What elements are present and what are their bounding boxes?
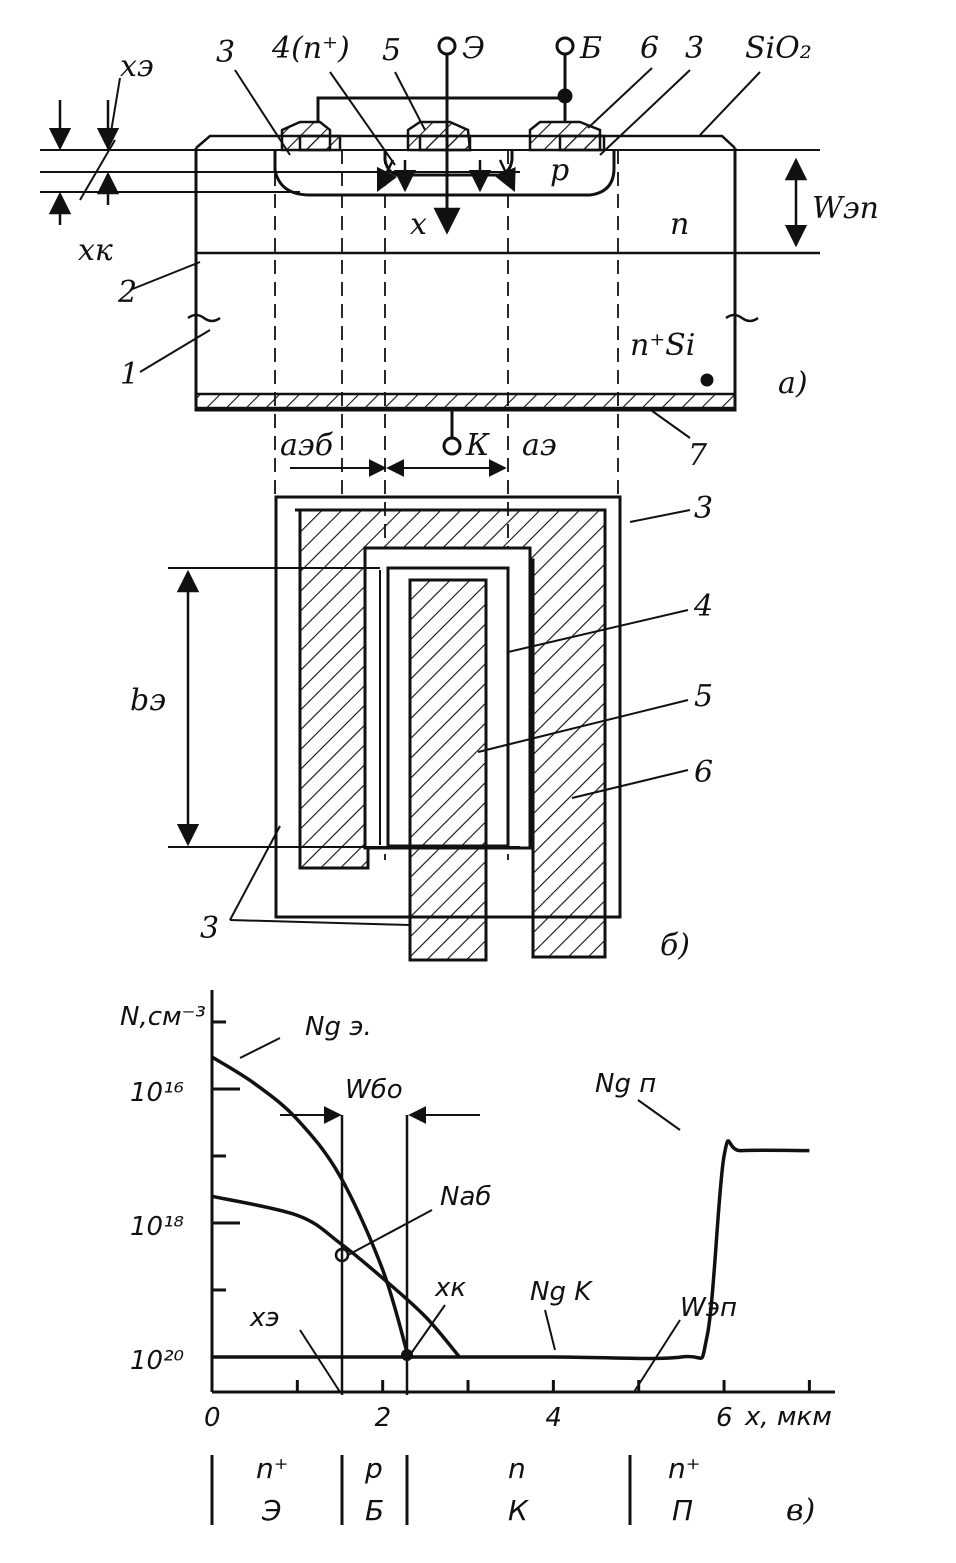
series-nde <box>211 1055 410 1358</box>
wafer-break-left <box>187 313 221 323</box>
xk-marker-label: xк <box>434 1273 466 1303</box>
label-7: 7 <box>688 438 708 473</box>
label-5: 5 <box>382 33 401 68</box>
region-type-1: n⁺ <box>256 1452 289 1485</box>
b-label-3-top: 3 <box>694 491 713 526</box>
b-label-6: 6 <box>694 755 713 790</box>
a-eb-label: aэб <box>280 428 334 463</box>
curve-label-nab: Naб <box>440 1182 491 1212</box>
base-terminal-label: Б <box>579 31 602 66</box>
label-3-right: 3 <box>685 31 704 66</box>
leader-lines <box>79 67 761 439</box>
region-name-1: Э <box>261 1494 282 1527</box>
figure-a-cross-section <box>40 36 820 860</box>
region-name-3: К <box>508 1494 529 1527</box>
base-bridge-wire <box>316 96 567 122</box>
region-type-2: p <box>364 1452 383 1485</box>
y-tick-label: 10²⁰ <box>130 1346 185 1376</box>
figure-b-labels: 3 4 5 6 3 bэ б) <box>130 491 713 963</box>
label-2: 2 <box>117 275 137 310</box>
region-n-label: n <box>670 207 689 242</box>
x-tick-label: 6 <box>716 1403 733 1433</box>
b-label-3-bottom: 3 <box>200 911 219 946</box>
series-nab <box>211 1194 461 1359</box>
x-axis-title: x, мкм <box>744 1402 832 1432</box>
y-tick-label: 10¹⁶ <box>130 1078 184 1108</box>
base-terminal <box>555 36 575 56</box>
series-ndk <box>212 1139 810 1361</box>
figure-b-top-view <box>168 495 691 962</box>
region-name-2: Б <box>365 1494 384 1527</box>
be-label: bэ <box>130 683 166 718</box>
label-4: 4(n⁺) <box>271 31 350 66</box>
collector-terminal-label: К <box>465 428 490 463</box>
p-base-region <box>273 150 616 197</box>
label-6: 6 <box>640 31 659 66</box>
xk-label: xк <box>78 233 113 268</box>
region-type-4: n⁺ <box>668 1452 701 1485</box>
top-contacts <box>280 120 606 152</box>
x-arrow-label: x <box>410 207 427 242</box>
region-dividers <box>210 1455 632 1525</box>
region-p-label: p <box>550 153 569 188</box>
curve-label-ndk: Ng K <box>530 1277 593 1307</box>
x-tick-label: 0 <box>204 1403 221 1433</box>
region-name-4: П <box>672 1494 693 1527</box>
y-tick-label: 10¹⁸ <box>130 1212 184 1242</box>
emitter-region <box>383 150 514 177</box>
x-tick-label: 4 <box>545 1403 562 1433</box>
xe-label: xэ <box>120 49 154 84</box>
panel-c-label: в) <box>786 1493 815 1528</box>
label-1: 1 <box>120 357 139 392</box>
substrate-label: n⁺Si <box>630 328 695 363</box>
oxide-label: SiO₂ <box>745 31 812 66</box>
panel-a-label: а) <box>778 366 808 401</box>
y-axis-title: N,см⁻³ <box>120 1002 206 1032</box>
wafer-outline <box>194 148 737 412</box>
chart-annotations <box>239 1037 681 1395</box>
curve-label-ndp: Ng п <box>595 1069 656 1099</box>
b-label-5: 5 <box>694 679 713 714</box>
figure-c-labels: N,см⁻³ x, мкм Ng э. Naб Ng K Ng п Wбо xэ… <box>120 1002 832 1528</box>
collector-metal <box>194 392 737 410</box>
w-bo-label: Wбо <box>345 1075 403 1105</box>
emitter-contact <box>408 578 488 962</box>
emitter-terminal-label: Э <box>462 31 485 66</box>
xe-marker-label: xэ <box>249 1303 280 1333</box>
wep-marker-label: Wэп <box>680 1293 737 1323</box>
wafer-break-right <box>725 313 759 323</box>
label-3-left: 3 <box>216 35 235 70</box>
panel-b-label: б) <box>660 928 690 963</box>
figure-a-labels: 3 4(n⁺) 5 Э Б 6 3 SiO₂ p n x n⁺Si xэ xк … <box>78 31 879 473</box>
figure-c-chart: 0 2 4 6 10²⁰ 10¹⁸ 10¹⁶ <box>130 990 835 1525</box>
b-label-4: 4 <box>693 589 713 624</box>
curve-label-nde: Ng э. <box>305 1012 372 1042</box>
wep-label: Wэп <box>812 191 879 226</box>
a-e-label: aэ <box>522 428 557 463</box>
projection-lines <box>274 150 619 860</box>
region-type-3: n <box>508 1452 526 1485</box>
collector-terminal <box>442 436 462 456</box>
x-tick-label: 2 <box>375 1403 392 1433</box>
emitter-terminal <box>437 36 457 56</box>
